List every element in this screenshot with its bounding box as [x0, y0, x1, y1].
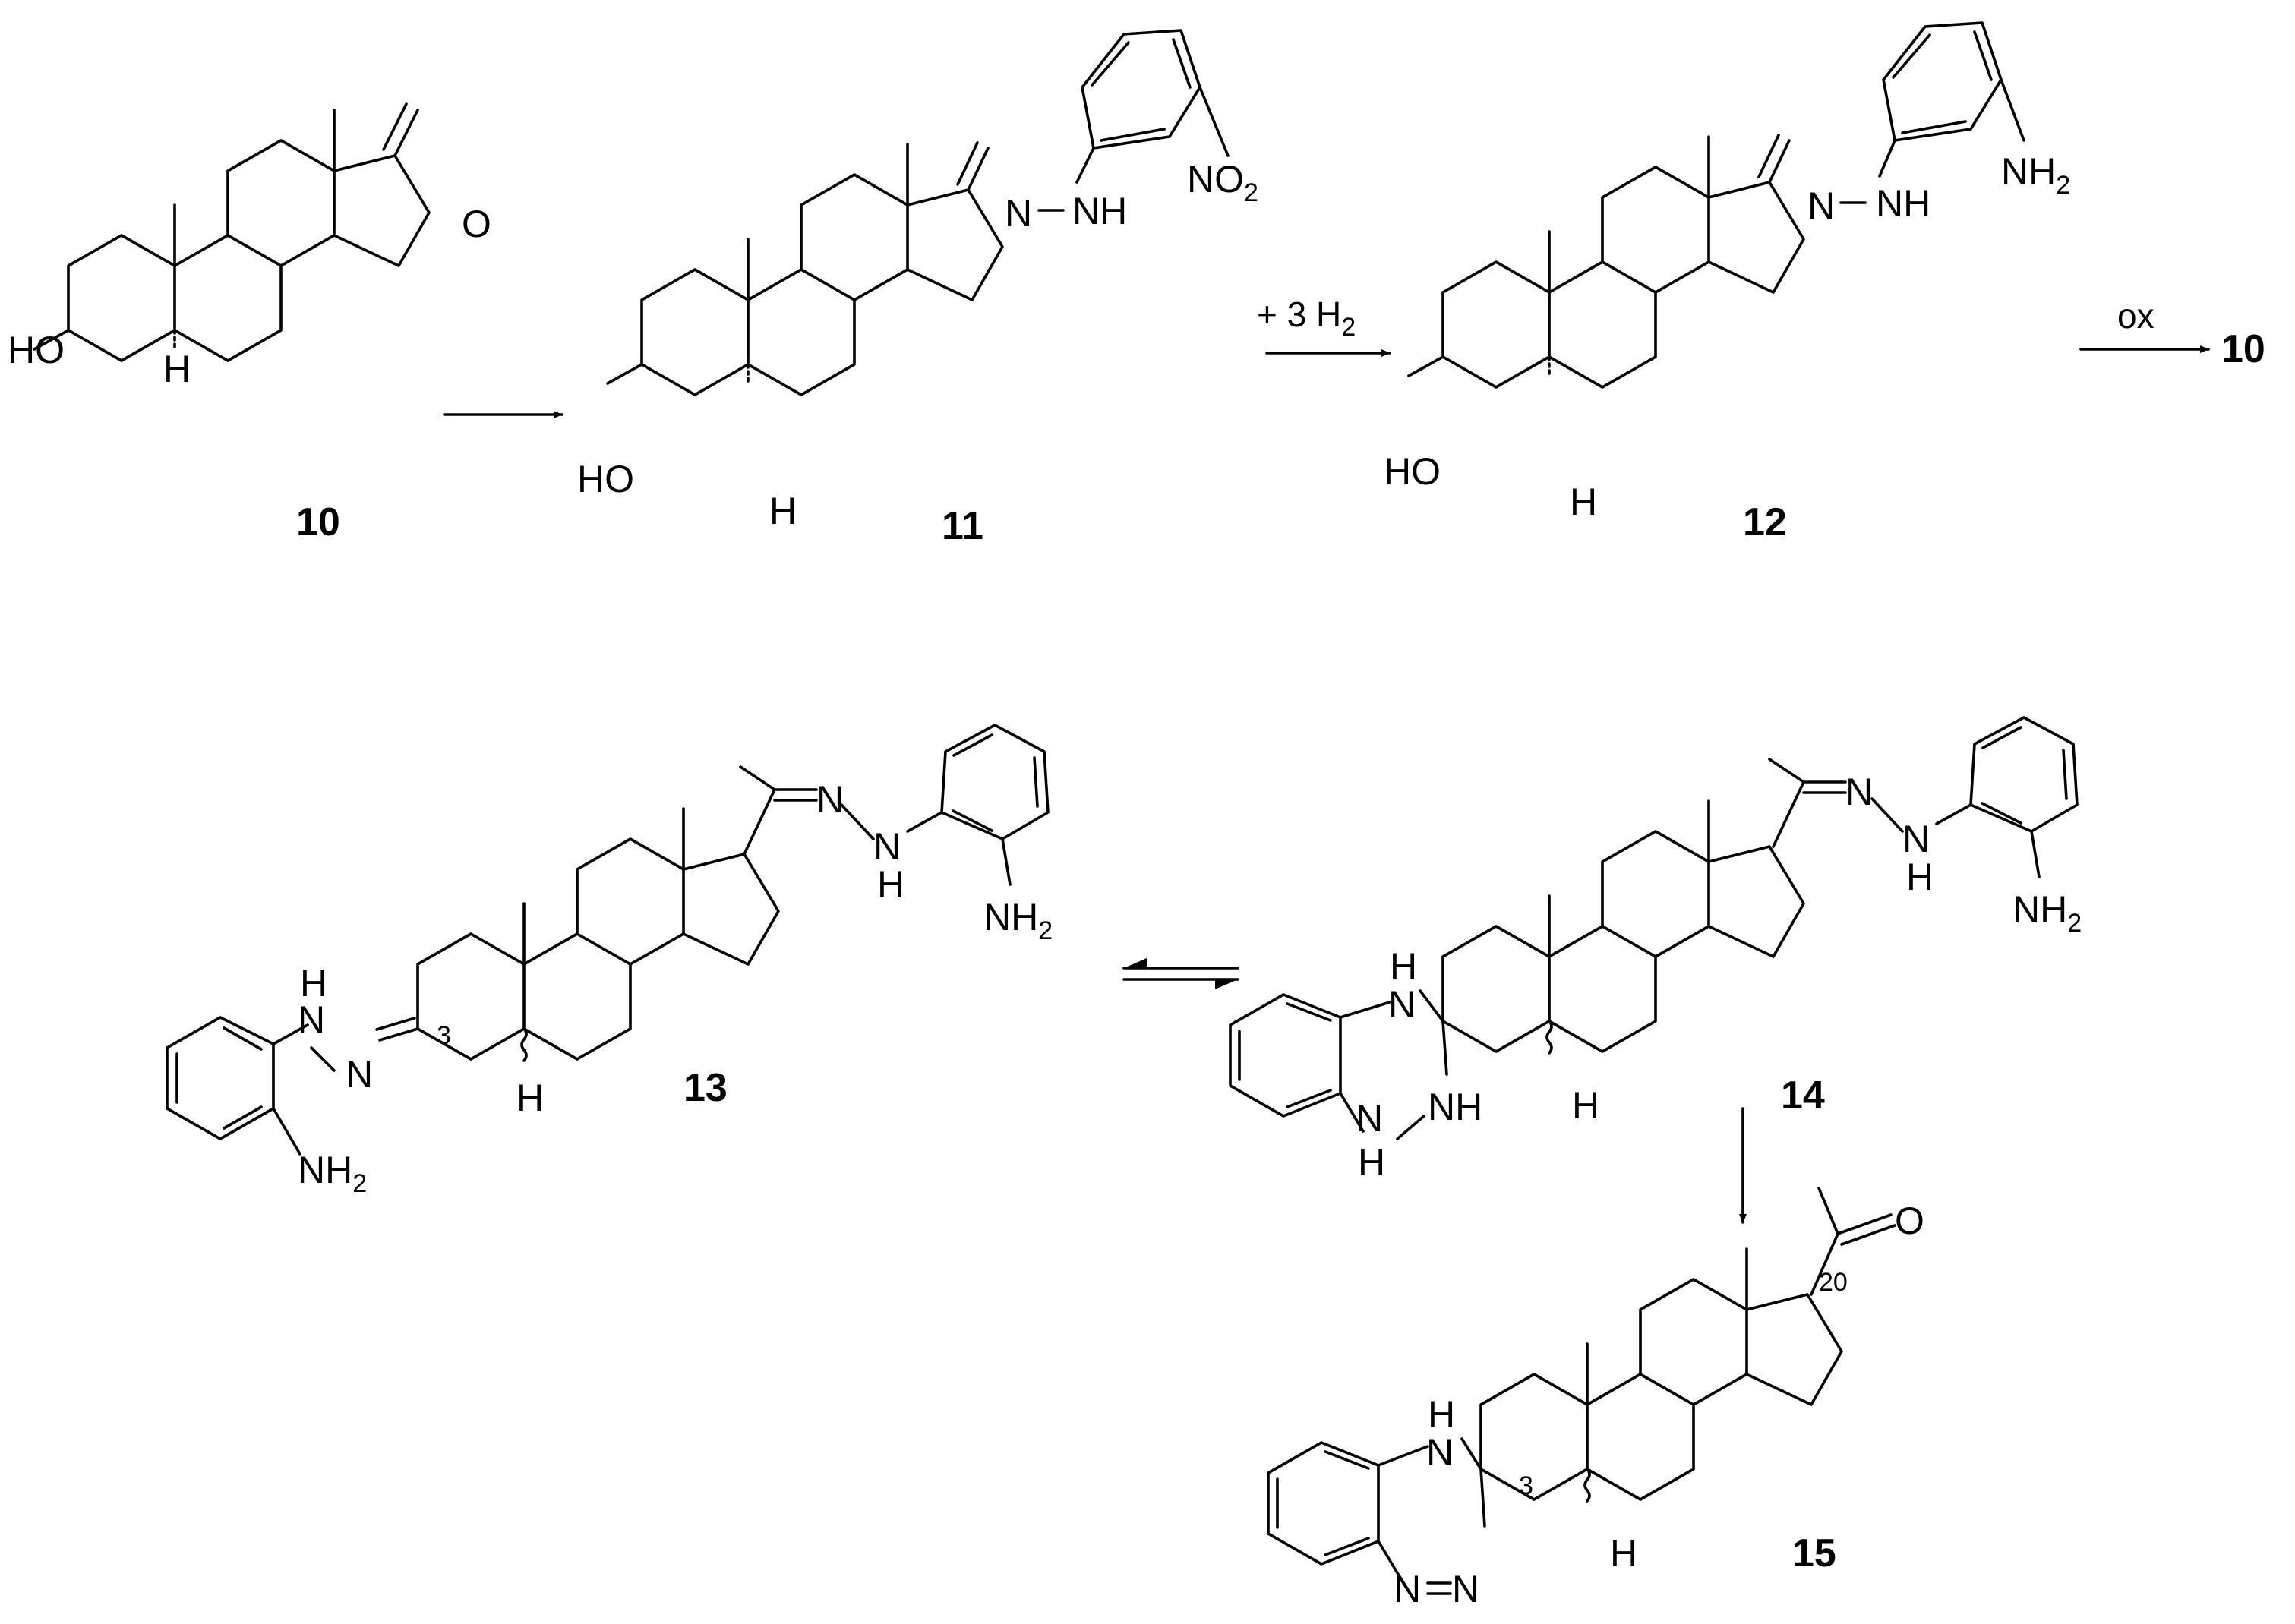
compound-13: N N H NH2 N N H NH2 3 H 13 [166, 724, 1053, 1198]
n-label: N [1005, 192, 1032, 235]
h2-condition: + 3 H2 [1257, 295, 1356, 342]
oxo-label: O [462, 203, 491, 245]
hydroxyl-label: HO [8, 329, 65, 371]
hydroxyl-label: HO [577, 458, 634, 500]
h5-label: H [163, 348, 191, 390]
amino-label: NH2 [2012, 888, 2082, 938]
compound-15: N H N N O 20 3 H 15 [1267, 1187, 1924, 1610]
h-label: H [1358, 1141, 1385, 1184]
h5-label: H [516, 1077, 544, 1119]
nh-label: NH [1072, 190, 1127, 232]
nh-label: N [873, 825, 901, 868]
compound-14: N H NH N H N N H NH2 H 14 [1229, 716, 2082, 1184]
h-label: H [1906, 856, 1934, 898]
amino-label: NH2 [2001, 150, 2070, 200]
equilibrium-arrow [1122, 958, 1239, 989]
compound-label-13: 13 [683, 1066, 728, 1110]
locant-3: 3 [1519, 1471, 1533, 1500]
h5-label: H [1572, 1084, 1599, 1127]
h5-label: H [1610, 1532, 1637, 1575]
nh-label: N [1388, 983, 1416, 1026]
compound-label-10: 10 [296, 500, 340, 544]
h5-label: H [769, 490, 797, 532]
n-label: N [1452, 1568, 1479, 1610]
compound-label-14: 14 [1781, 1074, 1825, 1118]
h-label: H [1428, 1393, 1455, 1436]
nh-label: N [298, 998, 325, 1041]
ox-condition: ox [2117, 296, 2155, 336]
compound-label-11: 11 [942, 504, 983, 548]
compound-label-15: 15 [1792, 1531, 1836, 1575]
amino-label: NH2 [983, 896, 1053, 945]
oxo-label: O [1895, 1200, 1924, 1242]
nh-label: N [1426, 1431, 1454, 1474]
hydroxyl-label: HO [1384, 450, 1441, 493]
n-label: N [1356, 1097, 1383, 1140]
locant-3: 3 [437, 1021, 451, 1050]
nh-label: N [1902, 818, 1930, 860]
n-label: N [1394, 1568, 1421, 1610]
compound-12: N NH NH2 HO H 12 [1384, 21, 2070, 544]
nitro-label: NO2 [1187, 158, 1258, 207]
nh-label: NH [1876, 182, 1930, 225]
n-label: N [816, 778, 844, 821]
locant-20: 20 [1819, 1268, 1848, 1297]
compound-10: O HO H 10 [8, 102, 491, 544]
h-label: H [1390, 945, 1417, 988]
n-label: N [1807, 184, 1835, 227]
n-label: N [346, 1053, 373, 1096]
h-label: H [877, 863, 904, 906]
n-label: N [1845, 771, 1873, 813]
compound-label-12: 12 [1743, 500, 1787, 544]
h5-label: H [1570, 481, 1597, 523]
nh-label: NH [1428, 1086, 1482, 1128]
h-label: H [300, 962, 327, 1004]
product-label-10: 10 [2221, 327, 2265, 371]
compound-11: N NH NO2 HO H 11 [577, 29, 1258, 548]
amino-label: NH2 [298, 1149, 367, 1198]
